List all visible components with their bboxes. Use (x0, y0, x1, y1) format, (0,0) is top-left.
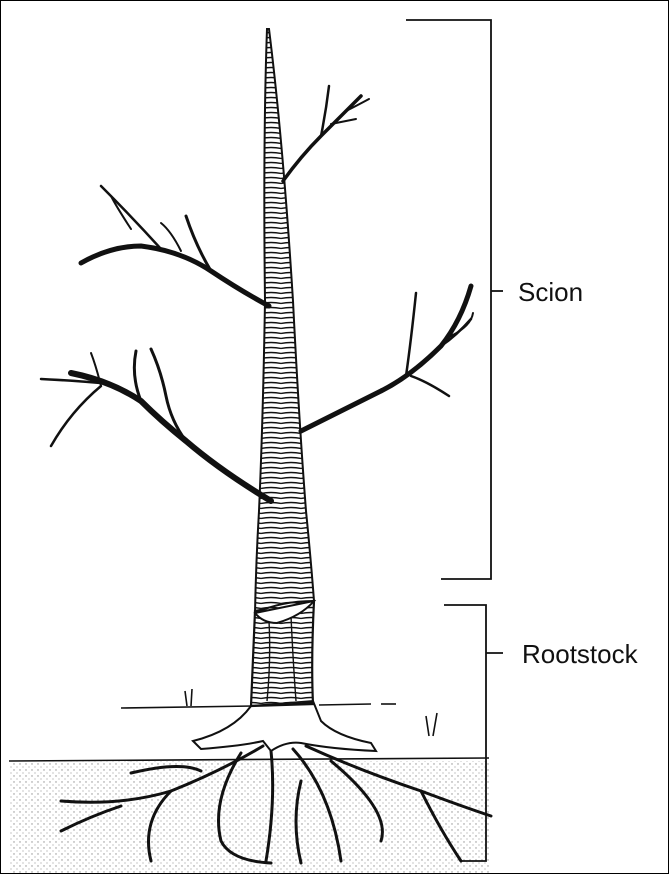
scion-trunk (255, 29, 314, 613)
branches (41, 86, 473, 501)
root-flare (193, 701, 376, 751)
soil (9, 758, 489, 873)
scion-bracket (406, 20, 503, 579)
rootstock-label: Rootstock (522, 639, 638, 670)
scion-label: Scion (518, 277, 583, 308)
